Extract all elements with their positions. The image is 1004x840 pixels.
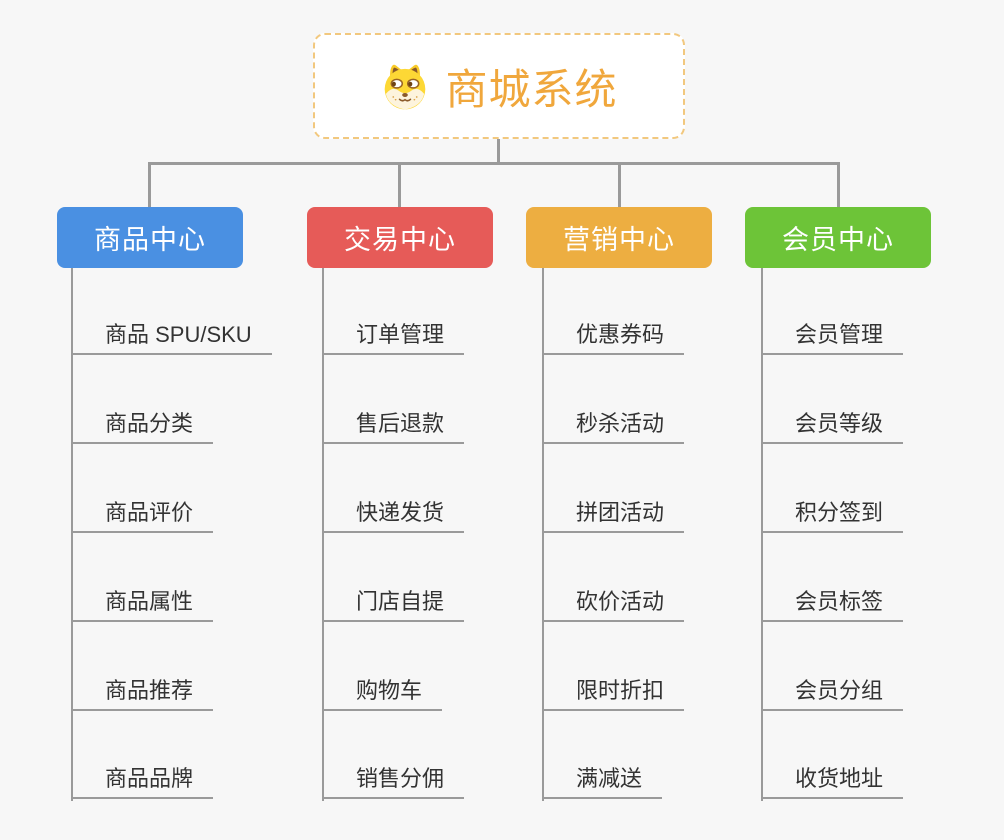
leaf-node[interactable]: 砍价活动 (542, 582, 685, 622)
dog-face-icon (380, 61, 430, 111)
leaf-node[interactable]: 满减送 (542, 759, 663, 799)
leaf-node[interactable]: 商品推荐 (71, 671, 214, 711)
leaf-node[interactable]: 快递发货 (322, 493, 465, 533)
leaf-node[interactable]: 商品分类 (71, 404, 214, 444)
connector-horizontal (148, 162, 840, 165)
connector-root-stub (497, 139, 500, 165)
root-title: 商城系统 (445, 65, 618, 113)
leaf-node[interactable]: 积分签到 (761, 493, 904, 533)
leaf-node[interactable]: 商品评价 (71, 493, 214, 533)
connector-drop (618, 162, 621, 208)
leaf-node[interactable]: 商品 SPU/SKU (71, 315, 272, 355)
connector-trunk (71, 268, 73, 801)
leaf-node[interactable]: 限时折扣 (542, 671, 685, 711)
leaf-node[interactable]: 销售分佣 (322, 759, 465, 799)
branch-node-member[interactable]: 会员中心 (745, 207, 931, 268)
branch-node-marketing[interactable]: 营销中心 (526, 207, 712, 268)
leaf-node[interactable]: 订单管理 (322, 315, 465, 355)
leaf-node[interactable]: 售后退款 (322, 404, 465, 444)
leaf-node[interactable]: 秒杀活动 (542, 404, 685, 444)
leaf-node[interactable]: 优惠券码 (542, 315, 685, 355)
leaf-node[interactable]: 门店自提 (322, 582, 465, 622)
branch-node-product[interactable]: 商品中心 (57, 207, 243, 268)
connector-drop (148, 162, 151, 208)
leaf-node[interactable]: 会员分组 (761, 671, 904, 711)
leaf-node[interactable]: 商品属性 (71, 582, 214, 622)
leaf-node[interactable]: 购物车 (322, 671, 443, 711)
branch-node-trade[interactable]: 交易中心 (307, 207, 493, 268)
connector-trunk (761, 268, 763, 801)
leaf-node[interactable]: 会员标签 (761, 582, 904, 622)
leaf-node[interactable]: 拼团活动 (542, 493, 685, 533)
leaf-node[interactable]: 商品品牌 (71, 759, 214, 799)
connector-drop (398, 162, 401, 208)
leaf-node[interactable]: 会员等级 (761, 404, 904, 444)
root-node[interactable]: 商城系统 (313, 33, 685, 139)
connector-trunk (542, 268, 544, 801)
leaf-node[interactable]: 会员管理 (761, 315, 904, 355)
connector-trunk (322, 268, 324, 801)
connector-drop (837, 162, 840, 208)
leaf-node[interactable]: 收货地址 (761, 759, 904, 799)
